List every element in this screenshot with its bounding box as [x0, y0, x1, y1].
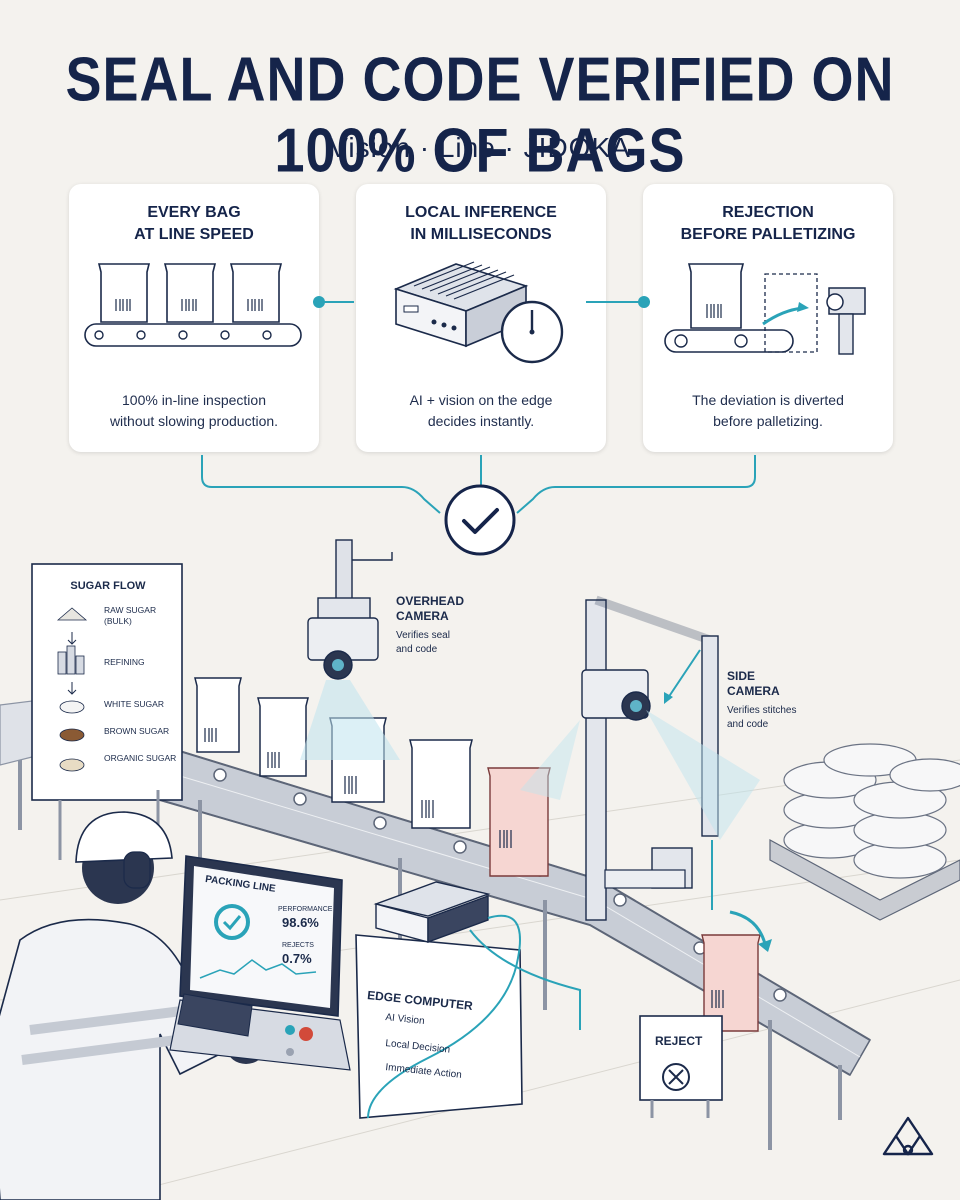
white-bags: [194, 677, 473, 829]
side-camera-gantry: [520, 595, 772, 952]
worker-figure: [0, 811, 264, 1200]
flow-item-brown-sugar: BROWN SUGAR: [104, 726, 170, 736]
sugar-flow-title: SUGAR FLOW: [70, 580, 146, 592]
label-line: OVERHEAD: [396, 594, 465, 608]
overhead-camera: [300, 539, 400, 760]
reject-sign-label: REJECT: [655, 1034, 703, 1048]
bag-barcodes: [204, 728, 434, 818]
label-line: CAMERA: [727, 684, 780, 698]
performance-label: PERFORMANCE: [278, 906, 333, 913]
rejection-diverter-icon: [664, 263, 866, 355]
flow-item-refining: REFINING: [104, 657, 145, 667]
card-title-line: EVERY BAG: [147, 204, 241, 221]
edge-device-clock-icon: [393, 261, 564, 364]
pallet-sacks: [769, 743, 960, 921]
brand-logo: [882, 1116, 934, 1156]
card-title-line: BEFORE PALLETIZING: [680, 226, 856, 243]
card-rejection: REJECTION BEFORE PALLETIZING The deviati…: [643, 184, 893, 452]
card-desc-line: The deviation is diverted: [692, 392, 844, 408]
label-line: SIDE: [727, 669, 756, 683]
label-line: and code: [396, 644, 438, 655]
flow-item-raw-sugar: RAW SUGAR (BULK): [104, 605, 157, 626]
card-desc-line: 100% in-line inspection: [122, 392, 266, 408]
edge-item-immediate-action: Immediate Action: [384, 1062, 463, 1081]
card-title: LOCAL INFERENCE IN MILLISECONDS: [356, 202, 606, 246]
label-line: Verifies seal: [396, 630, 450, 641]
side-camera-label: SIDE CAMERA Verifies stitches and code: [727, 669, 796, 732]
label-line: and code: [727, 719, 769, 730]
main-conveyor: [159, 743, 872, 1150]
card-title-line: IN MILLISECONDS: [410, 226, 552, 243]
card-desc-line: before palletizing.: [713, 413, 823, 429]
card-local-inference: LOCAL INFERENCE IN MILLISECONDS AI + vis…: [356, 184, 606, 452]
performance-value: 98.6%: [282, 915, 319, 930]
card-title: REJECTION BEFORE PALLETIZING: [643, 202, 893, 246]
card-desc-line: AI + vision on the edge: [409, 392, 553, 408]
card-every-bag: EVERY BAG AT LINE SPEED 100% in-line ins…: [69, 184, 319, 452]
edge-item-local-decision: Local Decision: [384, 1038, 451, 1056]
reject-bags: [487, 767, 761, 1032]
label-line: Verifies stitches: [727, 705, 797, 716]
card-desc-line: decides instantly.: [427, 413, 535, 429]
page-title: SEAL AND CODE VERIFIED ON 100% OF BAGS: [65, 45, 895, 186]
rejects-label: REJECTS: [282, 942, 314, 949]
background-conveyor: [0, 699, 41, 830]
label-line: CAMERA: [396, 609, 449, 623]
card-desc-line: without slowing production.: [109, 413, 279, 429]
flow-item-organic-sugar: ORGANIC SUGAR: [104, 753, 177, 763]
card-title-line: AT LINE SPEED: [134, 226, 254, 243]
edge-item-ai-vision: AI Vision: [384, 1012, 426, 1028]
overhead-camera-label: OVERHEAD CAMERA Verifies seal and code: [396, 594, 464, 657]
card-description: 100% in-line inspection without slowing …: [79, 390, 309, 432]
reject-sign: [639, 1015, 723, 1118]
flow-item-white-sugar: WHITE SUGAR: [104, 699, 164, 709]
monitor-title: PACKING LINE: [204, 874, 277, 895]
conveyor-bags-icon: [84, 263, 302, 347]
card-description: AI + vision on the edge decides instantl…: [366, 390, 596, 432]
card-title-line: REJECTION: [722, 204, 814, 221]
floor-grid: [0, 759, 960, 1200]
card-title: EVERY BAG AT LINE SPEED: [69, 202, 319, 246]
rejects-value: 0.7%: [282, 951, 312, 966]
reject-barcodes: [499, 830, 724, 1008]
page-subtitle: Vision · Line · JIDOKA: [329, 132, 631, 163]
card-description: The deviation is diverted before palleti…: [653, 390, 883, 432]
edge-computer-title: EDGE COMPUTER: [366, 988, 474, 1014]
card-title-line: LOCAL INFERENCE: [405, 204, 557, 221]
